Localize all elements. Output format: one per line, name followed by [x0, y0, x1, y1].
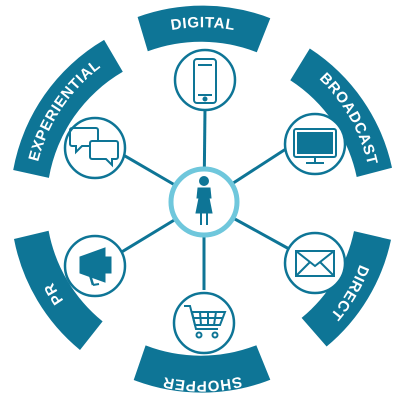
- label-digital: DIGITAL: [170, 14, 237, 34]
- node-pr: [63, 234, 127, 298]
- label-shopper-text: SHOPPER: [161, 373, 243, 394]
- segment-shopper: [133, 345, 271, 393]
- label-shopper: SHOPPER: [161, 373, 243, 394]
- node-broadcast: [283, 112, 347, 176]
- segment-direct: [301, 231, 391, 347]
- envelope-icon: [295, 250, 335, 277]
- speech-bubbles-icon: [69, 127, 119, 168]
- center-node: [168, 166, 240, 238]
- node-shopper: [172, 291, 236, 355]
- person-icon: [195, 176, 213, 225]
- smartphone-icon: [193, 58, 217, 104]
- television-icon: [293, 128, 337, 164]
- shopping-cart-icon: [184, 305, 227, 339]
- node-digital: [173, 48, 237, 112]
- segment-digital: [137, 5, 271, 53]
- segment-broadcast: [290, 48, 392, 177]
- node-experiential: [63, 116, 127, 180]
- megaphone-icon: [79, 247, 112, 286]
- ring: [13, 5, 392, 393]
- node-direct: [283, 231, 347, 295]
- segment-experiential: [13, 39, 123, 178]
- label-digital-text: DIGITAL: [170, 14, 236, 34]
- segment-pr: [14, 230, 103, 350]
